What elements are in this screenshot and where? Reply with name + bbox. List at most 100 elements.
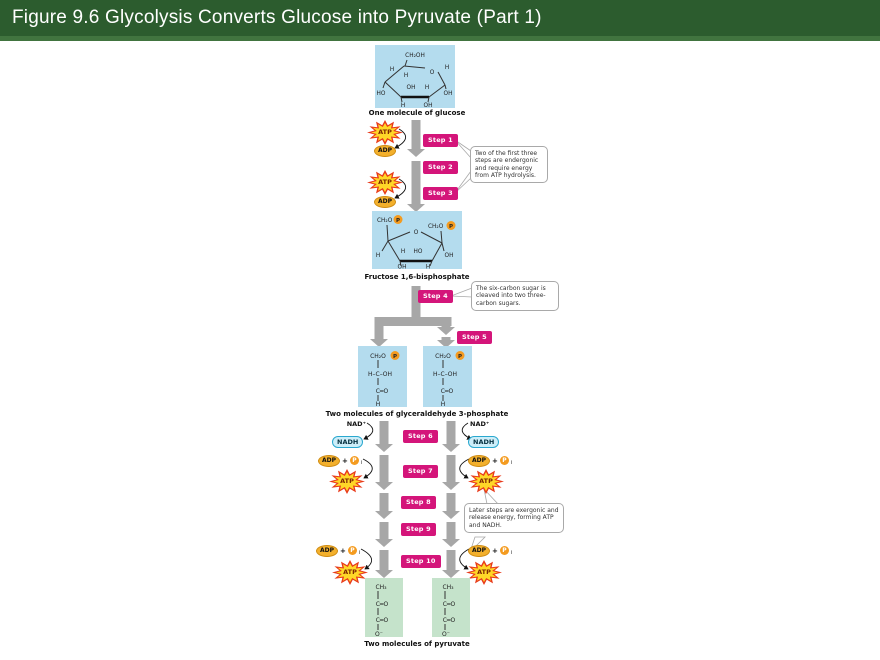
pi-subscript: i xyxy=(510,549,513,556)
atp-label: ATP xyxy=(343,568,357,576)
atp-starburst: ATP xyxy=(329,469,365,494)
adp-oval: ADP xyxy=(374,196,397,208)
pi-subscript: i xyxy=(360,459,363,466)
block-arrow-step5 xyxy=(437,337,455,348)
adp-oval: ADP xyxy=(468,454,491,467)
pi-subscript: i xyxy=(510,459,513,466)
atom-label: H xyxy=(441,401,446,407)
atp-starburst: ATP xyxy=(367,170,403,195)
plus-sign: + xyxy=(492,456,498,465)
reaction-arrow-adp-atp xyxy=(360,548,372,570)
plus-sign: + xyxy=(492,546,498,555)
atom-label: O xyxy=(414,230,419,236)
atp-starburst: ATP xyxy=(367,120,403,145)
atom-label: CH₂O xyxy=(377,218,393,224)
atom-label: OH xyxy=(424,103,433,108)
title-bar-accent-strip xyxy=(0,36,880,41)
adp-oval: ADP xyxy=(316,544,339,557)
atom-label: H xyxy=(425,85,429,91)
phosphate-icon: P xyxy=(349,456,359,465)
block-arrow-right-step9 xyxy=(442,522,460,547)
reaction-arrow-adp-atp xyxy=(362,458,373,479)
g3p-molecule-box-right: CH₂O P H–C–OH C═O H xyxy=(423,346,472,408)
step-3-badge: Step 3 xyxy=(423,187,458,200)
block-arrow-left-step8 xyxy=(375,493,393,519)
atom-label: OH xyxy=(398,265,407,270)
block-arrow-step1 xyxy=(407,120,425,157)
atom-label: CH₂O xyxy=(428,224,444,230)
phosphate-icon: P xyxy=(458,354,462,360)
atom-label: CH₂OH xyxy=(405,53,425,59)
atom-label: H–C–OH xyxy=(433,371,457,378)
adp-pi-group: ADP + P i xyxy=(318,454,362,467)
phosphate-icon: P xyxy=(393,354,397,360)
adp-oval: ADP xyxy=(374,145,397,157)
plus-sign: + xyxy=(340,546,346,555)
g3p-structure: CH₂O P H–C–OH C═O H xyxy=(368,351,400,408)
atom-label: C═O xyxy=(376,388,389,395)
pyruvate-molecule-box-right: CH₃ C═O C═O O⁻ xyxy=(432,578,470,638)
atom-label: O⁻ xyxy=(442,631,450,637)
step-4-badge: Step 4 xyxy=(418,290,453,303)
block-arrow-left-step9 xyxy=(375,522,393,547)
pyruvate-structure: CH₃ C═O C═O O⁻ xyxy=(442,584,456,638)
atom-label: C═O xyxy=(376,601,389,608)
adp-pi-group: ADP + P i xyxy=(316,544,360,557)
step-10-badge: Step 10 xyxy=(401,555,441,568)
figure-title: Figure 9.6 Glycolysis Converts Glucose i… xyxy=(12,7,542,28)
atom-label: HO xyxy=(414,249,423,255)
phosphate-icon: P xyxy=(396,218,400,224)
atom-label: H xyxy=(401,103,405,108)
pyruvate-caption: Two molecules of pyruvate xyxy=(364,640,470,648)
atom-label: OH xyxy=(444,91,453,97)
glucose-caption: One molecule of glucose xyxy=(368,109,466,117)
atom-label: C═O xyxy=(441,388,454,395)
atp-starburst: ATP xyxy=(468,469,504,494)
pyruvate-structure: CH₃ C═O C═O O⁻ xyxy=(375,584,389,638)
atom-label: C═O xyxy=(376,617,389,624)
atom-label: CH₂O xyxy=(370,353,386,360)
atom-label: O⁻ xyxy=(375,631,383,637)
nad-label: NAD⁺ xyxy=(470,420,490,428)
fructose-molecule-box: CH₂O P CH₂O P O H HO H OH OH H xyxy=(372,211,462,271)
block-arrow-right-step6 xyxy=(442,421,460,452)
atp-label: ATP xyxy=(378,178,392,186)
adp-pi-group: ADP + P i xyxy=(468,454,512,467)
step-5-badge: Step 5 xyxy=(457,331,492,344)
atom-label: H–C–OH xyxy=(368,371,392,378)
atom-label: H xyxy=(404,73,408,79)
callout-cleaved: The six-carbon sugar is cleaved into two… xyxy=(471,281,559,311)
step-1-badge: Step 1 xyxy=(423,134,458,147)
phosphate-icon: P xyxy=(449,224,453,230)
g3p-molecule-box-left: CH₂O P H–C–OH C═O H xyxy=(358,346,407,408)
atom-label: H xyxy=(376,401,381,407)
atom-label: C═O xyxy=(443,617,456,624)
atom-label: HO xyxy=(377,91,386,97)
block-arrow-right-step7 xyxy=(442,455,460,490)
block-arrow-left-step6 xyxy=(375,421,393,452)
atom-label: H xyxy=(445,65,449,71)
reaction-arrow-nad-nadh xyxy=(363,422,374,440)
pi-subscript: i xyxy=(358,549,361,556)
step-9-badge: Step 9 xyxy=(401,523,436,536)
atom-label: H xyxy=(376,253,380,259)
fructose-structure: CH₂O P CH₂O P O H HO H OH OH H xyxy=(376,215,456,271)
atp-label: ATP xyxy=(378,128,392,136)
atom-label: H xyxy=(390,67,394,73)
atp-label: ATP xyxy=(479,477,493,485)
atp-starburst: ATP xyxy=(466,560,502,585)
block-arrow-left-step7 xyxy=(375,455,393,490)
block-arrow-right-step8 xyxy=(442,493,460,519)
atom-label: CH₃ xyxy=(375,584,387,591)
atom-label: CH₃ xyxy=(442,584,454,591)
nadh-oval: NADH xyxy=(468,436,500,448)
adp-oval: ADP xyxy=(318,454,341,467)
figure-title-bar: Figure 9.6 Glycolysis Converts Glucose i… xyxy=(0,0,880,36)
step-8-badge: Step 8 xyxy=(401,496,436,509)
atp-label: ATP xyxy=(477,568,491,576)
block-arrow-right-branch xyxy=(437,317,455,335)
nadh-oval: NADH xyxy=(332,436,364,448)
atom-label: OH xyxy=(407,85,416,91)
